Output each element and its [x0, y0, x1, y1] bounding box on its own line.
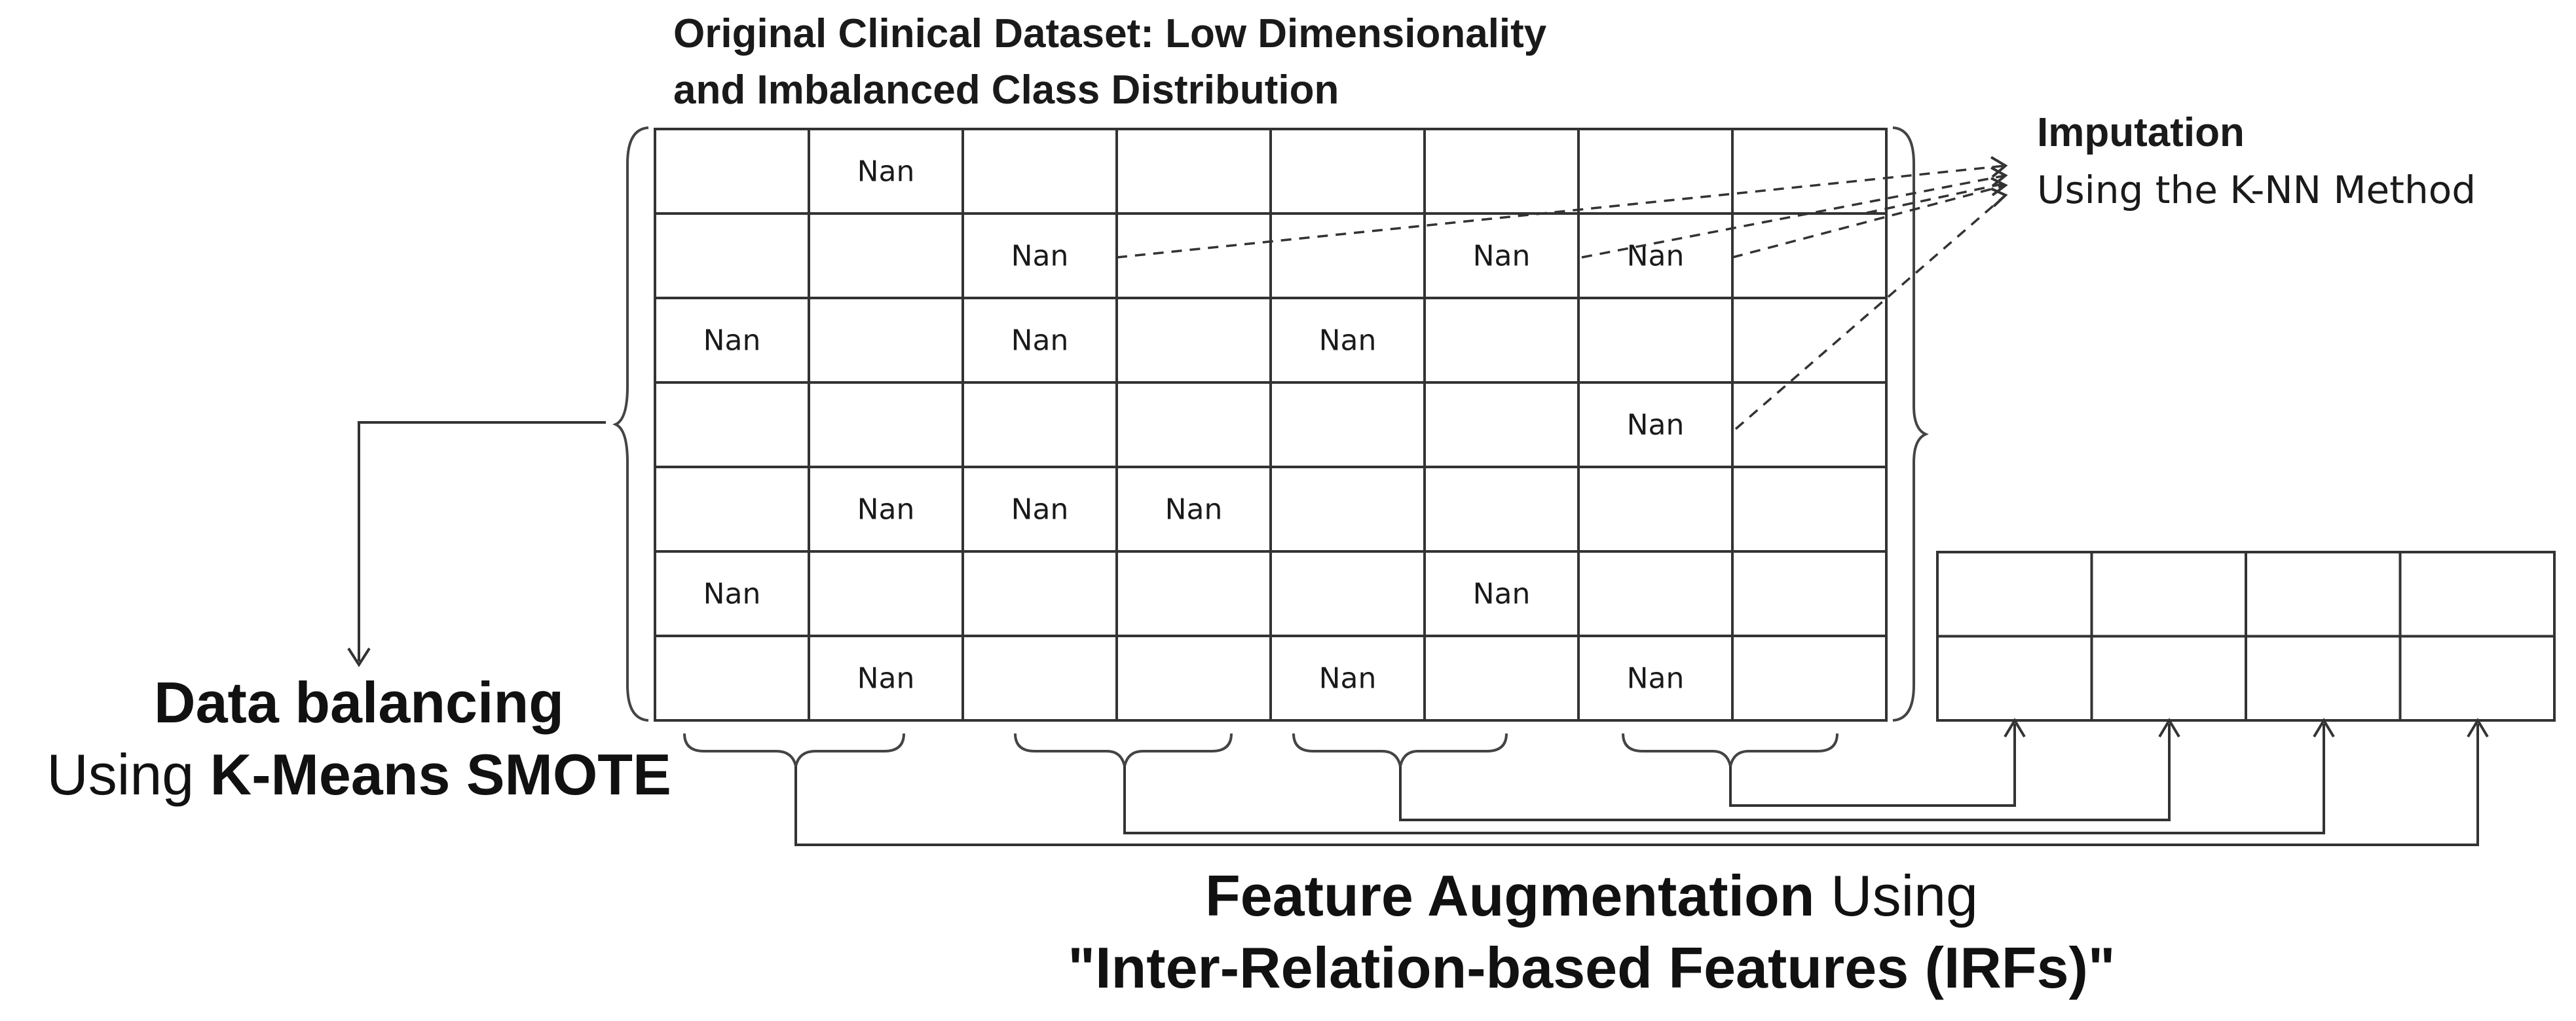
dataset-title-line1: Original Clinical Dataset: Low Dimension…	[673, 11, 1547, 56]
data-balancing-subtitle: Using K-Means SMOTE	[47, 742, 671, 807]
table-cell-value: Nan	[703, 324, 761, 358]
table-cell-value: Nan	[857, 155, 915, 189]
imputation-title: Imputation	[2037, 110, 2245, 155]
kmeans-smote-text: K-Means SMOTE	[210, 742, 671, 807]
table-cell-value: Nan	[1011, 493, 1069, 527]
table-cell-value: Nan	[857, 493, 915, 527]
table-cell-value: Nan	[1011, 240, 1069, 273]
table-cell-value: Nan	[857, 662, 915, 696]
dataset-title-line2: and Imbalanced Class Distribution	[673, 67, 1339, 113]
table-cell-value: Nan	[703, 578, 761, 611]
table-cell-value: Nan	[1627, 662, 1685, 696]
right-brace	[1892, 126, 1929, 722]
feature-augmentation-connectors	[794, 718, 2489, 846]
balancing-using-text: Using	[47, 742, 210, 807]
table-cell-value: Nan	[1627, 409, 1685, 442]
table-cell-value: Nan	[1319, 324, 1377, 358]
balancing-connector	[347, 421, 606, 667]
imputation-subtitle: Using the K-NN Method	[2037, 168, 2476, 212]
table-cell-value: Nan	[1473, 240, 1531, 273]
table-cell-value: Nan	[1627, 240, 1685, 273]
table-cell-value: Nan	[1473, 578, 1531, 611]
table-cell-value: Nan	[1319, 662, 1377, 696]
table-cell-value: Nan	[1165, 493, 1223, 527]
left-brace	[612, 126, 649, 722]
feature-augmentation-using: Using	[1815, 863, 1978, 928]
table-cell-value: Nan	[1011, 324, 1069, 358]
irf-feature-table	[1936, 551, 2556, 722]
column-group-braces	[683, 733, 1839, 767]
feature-augmentation-bold: Feature Augmentation	[1205, 863, 1815, 928]
data-balancing-title: Data balancing	[154, 670, 564, 735]
irfs-label: "Inter-Relation-based Features (IRFs)"	[1068, 935, 2115, 1000]
feature-augmentation-line1: Feature Augmentation Using	[1205, 863, 1978, 928]
imputation-arrows	[1116, 156, 2008, 430]
